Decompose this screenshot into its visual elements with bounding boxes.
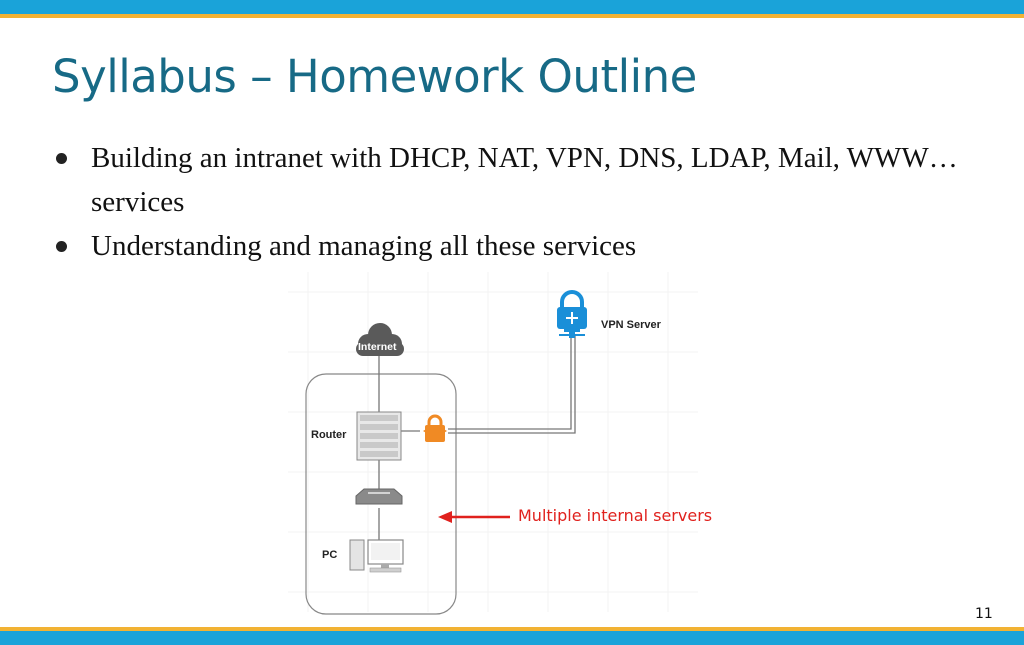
arrow-left-icon (438, 511, 510, 523)
internet-label: Internet (358, 341, 397, 353)
router-icon (356, 411, 402, 461)
bullet-text: Understanding and managing all these ser… (91, 230, 637, 262)
bullet-text: Building an intranet with DHCP, NAT, VPN… (91, 142, 958, 218)
bullet-list: Building an intranet with DHCP, NAT, VPN… (52, 136, 972, 268)
switch-icon (355, 488, 403, 505)
callout-label: Multiple internal servers (518, 506, 713, 525)
bottom-accent-stripe (0, 627, 1024, 631)
top-accent-stripe (0, 14, 1024, 18)
cloud-icon (356, 323, 404, 356)
page-title: Syllabus – Homework Outline (52, 50, 697, 103)
firewall-icon (423, 414, 447, 442)
network-diagram: Internet VPN Server Router PC (288, 272, 698, 615)
list-item: Building an intranet with DHCP, NAT, VPN… (52, 136, 972, 224)
diagram-background-grid (288, 272, 698, 612)
router-label: Router (311, 429, 347, 441)
lock-icon (557, 290, 587, 338)
bullet-icon (56, 153, 67, 164)
bottom-accent-bar (0, 631, 1024, 645)
intranet-boundary (305, 373, 457, 615)
page-number: 11 (975, 606, 993, 622)
bullet-icon (56, 241, 67, 252)
pc-icon (349, 539, 404, 573)
list-item: Understanding and managing all these ser… (52, 224, 972, 268)
pc-label: PC (322, 549, 337, 561)
connection-lines (378, 336, 576, 540)
top-accent-bar (0, 0, 1024, 14)
vpn-server-label: VPN Server (601, 319, 662, 331)
